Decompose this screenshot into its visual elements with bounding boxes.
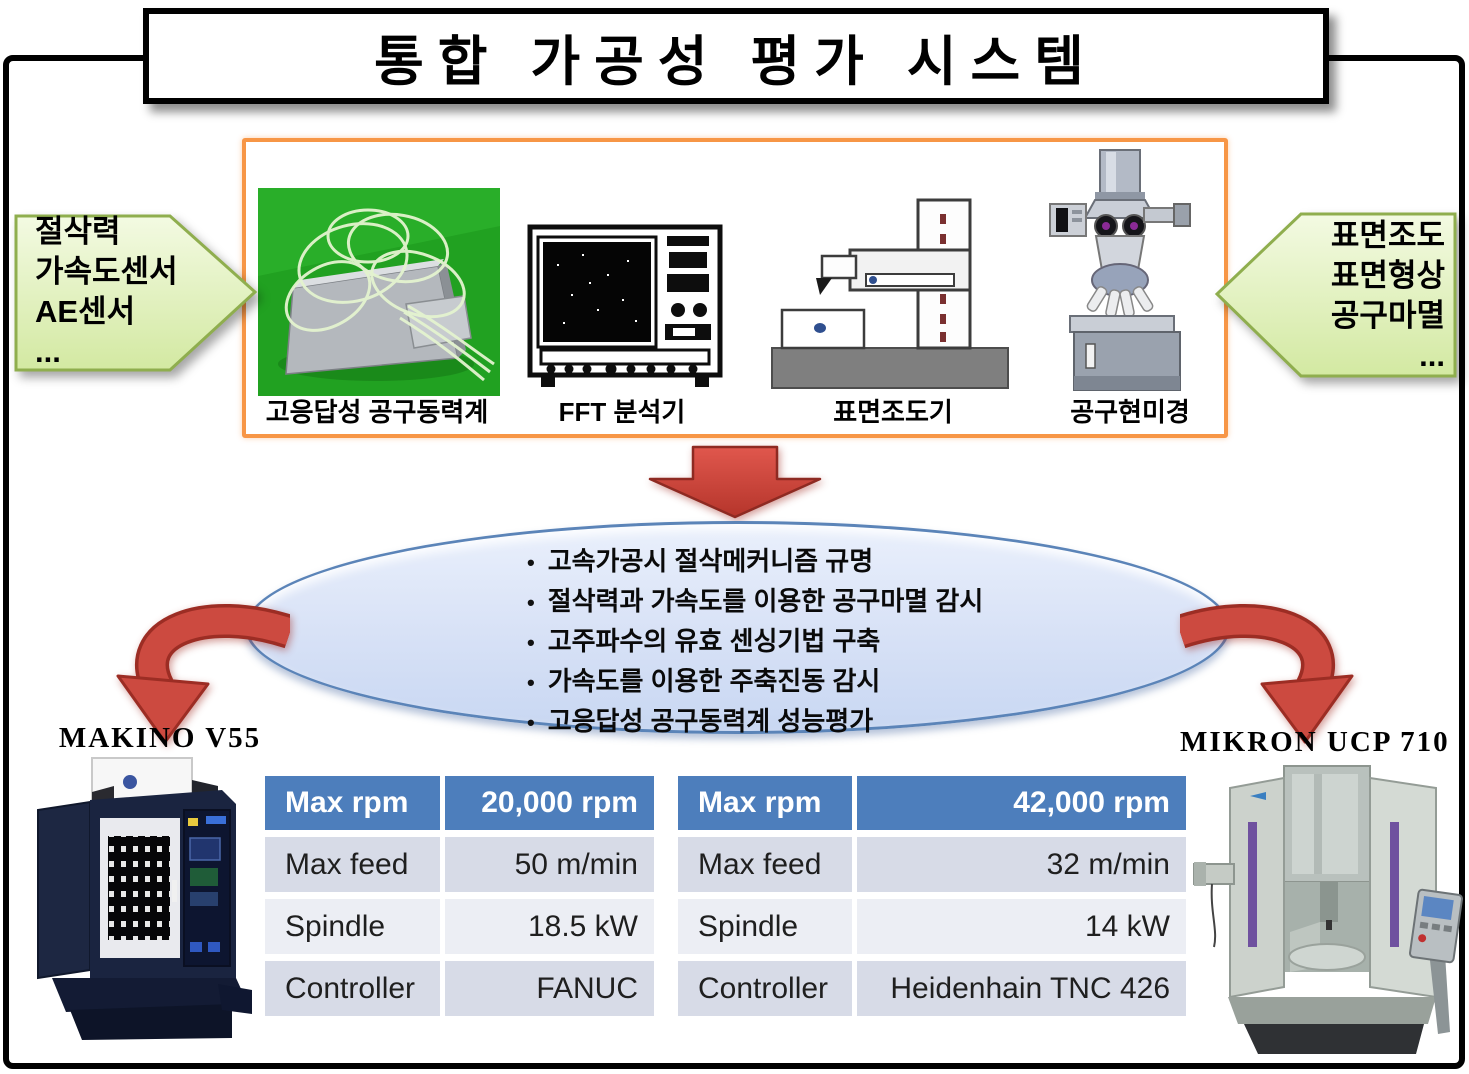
machine-name-mikron: MIKRON UCP 710: [1180, 726, 1450, 758]
machine-name-makino: MAKINO V55: [58, 722, 262, 754]
page-title: 통합 가공성 평가 시스템: [374, 31, 1098, 92]
makino-machine-image: [37, 757, 252, 1040]
goal-item: 절삭력과 가속도를 이용한 공구마멸 감시: [527, 582, 984, 622]
spec-value: 14 kW: [857, 899, 1186, 954]
spec-label: Max rpm: [678, 776, 852, 830]
measurement-output-arrow: [1214, 212, 1457, 378]
spec-label: Spindle: [265, 899, 440, 954]
spec-table-mikron: Max rpm 42,000 rpm Max feed 32 m/min Spi…: [678, 776, 1186, 1016]
equipment-label-fft: FFT 분석기: [558, 397, 686, 427]
goal-item: 고응답성 공구동력계 성능평가: [527, 702, 983, 742]
down-arrow: [648, 445, 822, 519]
spec-value: Heidenhain TNC 426: [857, 961, 1186, 1016]
curved-arrow-right: [1180, 604, 1354, 744]
spec-value: 18.5 kW: [445, 899, 654, 954]
sensor-input-text: 절삭력 가속도센서 AE센서 ...: [35, 214, 178, 369]
equipment-label-surface-tester: 표면조도기: [833, 397, 953, 427]
spec-label: Controller: [678, 961, 852, 1016]
fft-analyzer-image: [527, 224, 723, 387]
spec-value: 42,000 rpm: [857, 776, 1186, 830]
sensor-input-arrow: [14, 214, 258, 372]
goal-item: 고속가공시 절삭메커니즘 규명: [527, 542, 983, 582]
title-box: 통합 가공성 평가 시스템: [143, 8, 1329, 104]
spec-value: 50 m/min: [445, 837, 654, 892]
equipment-label-dynamometer: 고응답성 공구동력계: [265, 397, 489, 427]
curved-arrow-left: [116, 604, 290, 744]
spec-label: Max rpm: [265, 776, 440, 830]
spec-table-makino: Max rpm 20,000 rpm Max feed 50 m/min Spi…: [265, 776, 654, 1016]
spec-label: Controller: [265, 961, 440, 1016]
spec-value: 32 m/min: [857, 837, 1186, 892]
research-goals-list: 고속가공시 절삭메커니즘 규명 절삭력과 가속도를 이용한 공구마멸 감시 고주…: [527, 542, 984, 742]
surface-tester-image: [771, 198, 1009, 389]
spec-value: FANUC: [445, 961, 654, 1016]
tool-microscope-image: [1049, 149, 1191, 391]
equipment-label-microscope: 공구현미경: [1070, 397, 1190, 427]
dynamometer-image: [258, 188, 500, 396]
measurement-output-text: 표면조도 표면형상 공구마멸 ...: [1330, 218, 1445, 373]
spec-label: Max feed: [265, 837, 440, 892]
spec-label: Max feed: [678, 837, 852, 892]
mikron-machine-image: [1193, 765, 1464, 1054]
spec-value: 20,000 rpm: [445, 776, 654, 830]
goal-item: 고주파수의 유효 센싱기법 구축: [527, 622, 983, 662]
goal-item: 가속도를 이용한 주축진동 감시: [527, 662, 983, 702]
spec-label: Spindle: [678, 899, 852, 954]
